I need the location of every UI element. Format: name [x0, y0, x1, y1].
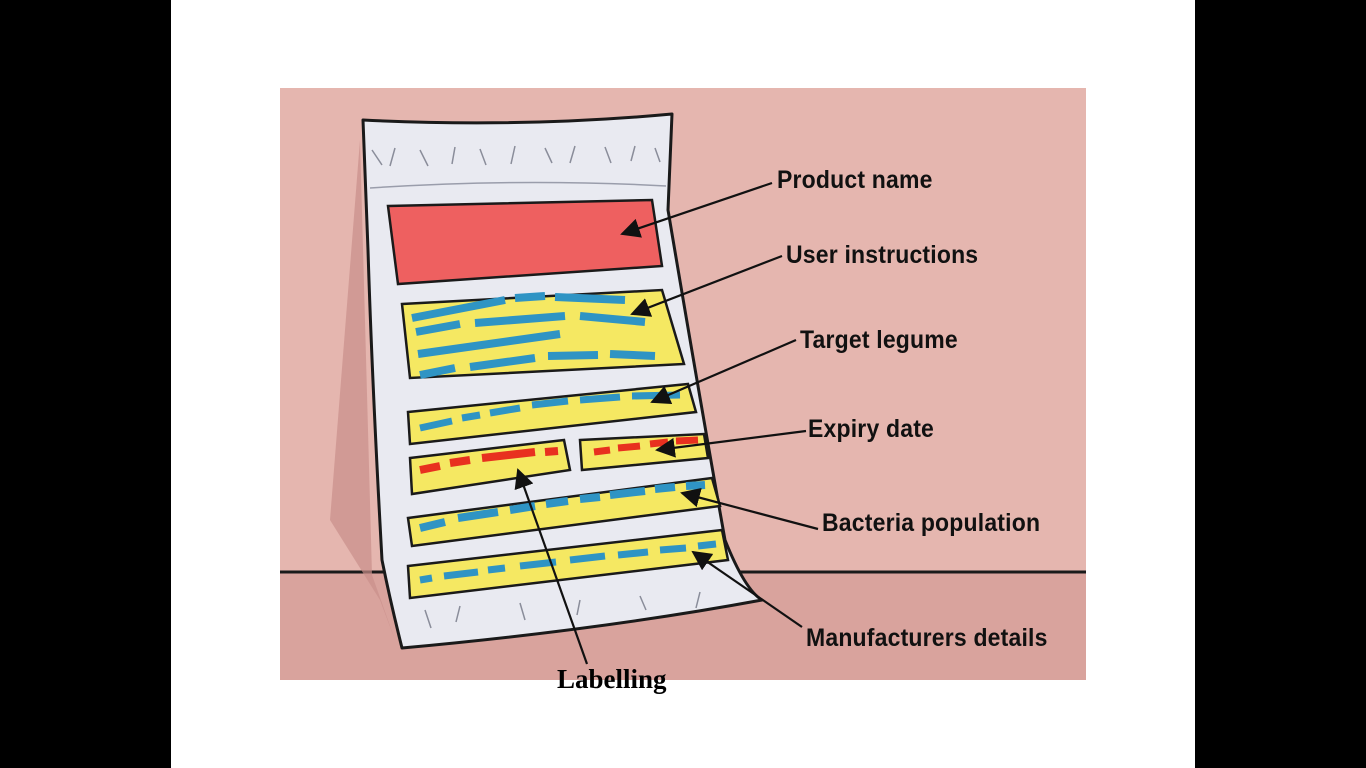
label-target-legume: Target legume: [800, 326, 958, 354]
product-name-block: [386, 198, 664, 286]
packet-bottom-crinkles: [424, 591, 701, 629]
arrow-product-name: [620, 181, 773, 238]
arrow-expiry-date: [655, 429, 807, 458]
arrow-user-instructions: [630, 254, 783, 317]
bacteria-population-block: [406, 476, 722, 548]
label-product-name: Product name: [777, 166, 933, 194]
packet-seal-crinkles: [369, 145, 667, 189]
batch-block: [408, 438, 572, 496]
manufacturers-details-block: [406, 528, 730, 600]
diagram-caption: Labelling: [557, 664, 667, 694]
user-instructions-block: [400, 288, 686, 380]
leader-arrows: [514, 181, 819, 665]
label-bacteria-population: Bacteria population: [822, 509, 1041, 537]
arrow-bacteria-population: [680, 487, 819, 531]
arrow-manufacturers-details: [691, 550, 803, 628]
label-expiry-date: Expiry date: [808, 415, 935, 443]
arrow-labelling: [514, 468, 589, 665]
target-legume-block: [406, 382, 698, 446]
arrow-target-legume: [650, 338, 797, 405]
label-manufacturers-details: Manufacturers details: [806, 624, 1048, 652]
packet-shadow: [330, 140, 395, 640]
label-user-instructions: User instructions: [786, 241, 979, 269]
